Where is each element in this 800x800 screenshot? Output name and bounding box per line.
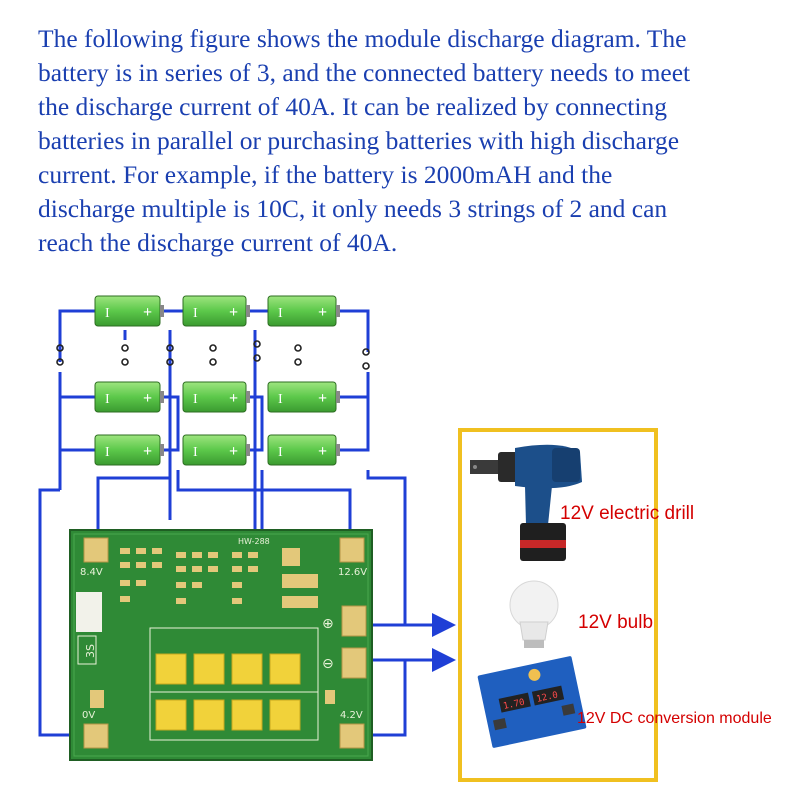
plus-symbol: ⊕ <box>322 616 334 632</box>
svg-text:I: I <box>278 306 283 321</box>
description-text: The following figure shows the module di… <box>38 22 778 260</box>
svg-text:+: + <box>143 390 152 407</box>
svg-text:I: I <box>278 392 283 407</box>
description-line: the discharge current of 40A. It can be … <box>38 92 667 121</box>
svg-text:I: I <box>105 445 110 460</box>
pad-p-minus-out <box>341 647 367 679</box>
battery-cell: I+ <box>182 295 250 327</box>
module-display-left: 1.70 <box>502 698 525 712</box>
description-line: battery is in series of 3, and the conne… <box>38 58 691 87</box>
battery-cell: I+ <box>267 434 340 466</box>
svg-text:I: I <box>193 306 198 321</box>
svg-text:I: I <box>193 392 198 407</box>
minus-symbol: ⊖ <box>322 656 334 672</box>
series-mark: 3S <box>84 644 97 658</box>
continuation-dots <box>56 340 370 370</box>
bulb-label: 12V bulb <box>578 612 654 633</box>
battery-cell: I+ <box>182 434 250 466</box>
description-line: batteries in parallel or purchasing batt… <box>38 126 680 155</box>
pad-label-0v: 0V <box>82 710 95 721</box>
pad-b-plus <box>339 537 365 563</box>
battery-cell: I+ <box>94 381 164 413</box>
description-line: discharge multiple is 10C, it only needs… <box>38 194 668 223</box>
battery-cell: I+ <box>267 381 340 413</box>
drill-label: 12V electric drill <box>560 503 695 524</box>
battery-cell: I+ <box>182 381 250 413</box>
bms-board: HW-288 8.4V 12.6V 0V 4.2V 3S ⊕ ⊖ <box>69 529 373 761</box>
svg-text:+: + <box>143 304 152 321</box>
svg-text:+: + <box>318 390 327 407</box>
pad-label-4v2: 4.2V <box>340 710 363 721</box>
pad-p-minus <box>83 723 109 749</box>
drill-icon <box>470 444 582 561</box>
battery-cell: I+ <box>267 295 340 327</box>
dc-module-icon: 1.70 12.0 <box>477 656 587 748</box>
pad-p-plus <box>339 723 365 749</box>
svg-text:+: + <box>318 443 327 460</box>
mosfet-array <box>155 653 301 731</box>
svg-text:+: + <box>229 304 238 321</box>
pad-label-8v4: 8.4V <box>80 567 103 578</box>
svg-text:I: I <box>278 445 283 460</box>
svg-text:I: I <box>105 392 110 407</box>
bulb-icon <box>509 580 559 648</box>
board-model: HW-288 <box>238 537 270 546</box>
module-label: 12V DC conversion module <box>577 710 772 727</box>
load-frame <box>458 428 658 782</box>
svg-text:+: + <box>318 304 327 321</box>
pad-p-plus-out <box>341 605 367 637</box>
pad-label-12v6: 12.6V <box>338 567 367 578</box>
battery-pack: I+ I+ I+ I+ I+ I+ I+ I+ I+ <box>94 295 340 466</box>
svg-text:+: + <box>143 443 152 460</box>
pad-b-minus <box>83 537 109 563</box>
description-line: reach the discharge current of 40A. <box>38 228 398 257</box>
svg-text:+: + <box>229 443 238 460</box>
battery-cell: I+ <box>94 295 164 327</box>
module-display-right: 12.0 <box>536 691 559 705</box>
svg-text:I: I <box>193 445 198 460</box>
description-line: The following figure shows the module di… <box>38 24 687 53</box>
svg-text:I: I <box>105 306 110 321</box>
svg-text:+: + <box>229 390 238 407</box>
battery-cell: I+ <box>94 434 164 466</box>
description-line: current. For example, if the battery is … <box>38 160 613 189</box>
